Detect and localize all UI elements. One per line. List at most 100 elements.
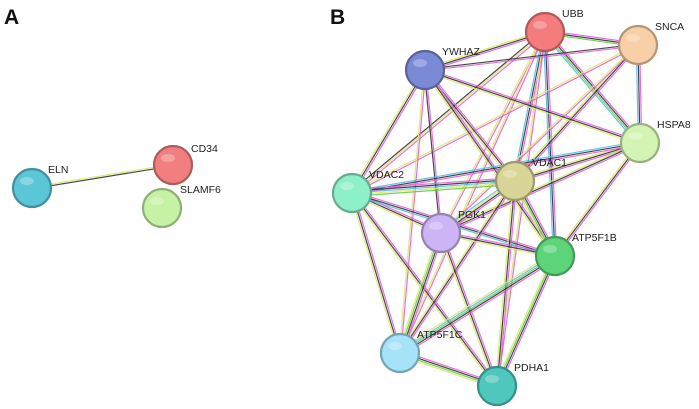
node-pgk1[interactable] xyxy=(420,212,462,254)
edge-strand-ATP5F1B-ATP5F1C-4 xyxy=(397,252,554,351)
node-highlight-eln xyxy=(20,177,34,185)
node-highlight-atp5f1b xyxy=(543,245,557,253)
edge-strand-UBB-ATP5F1C-1 xyxy=(398,31,545,353)
node-label-snca: SNCA xyxy=(655,21,684,33)
edge-strand-YWHAZ-VDAC1-0 xyxy=(425,68,517,181)
node-circle-pgk1 xyxy=(420,212,462,254)
edge-strand-YWHAZ-VDAC2-1 xyxy=(351,69,426,194)
edge-strand-UBB-PGK1-1 xyxy=(439,31,545,233)
edge-strand-YWHAZ-PGK1-1 xyxy=(423,70,441,234)
node-circle-hspa8 xyxy=(619,122,661,164)
edge-YWHAZ-HSPA8 xyxy=(424,67,641,146)
edge-strand-PGK1-ATP5F1C-1 xyxy=(400,233,443,354)
edge-strand-UBB-YWHAZ-2 xyxy=(424,29,545,69)
edge-strand-HSPA8-VDAC2-1 xyxy=(351,142,641,194)
node-circle-snca xyxy=(617,24,659,66)
edge-strand-YWHAZ-HSPA8-1 xyxy=(424,69,641,144)
node-highlight-vdac1 xyxy=(503,170,517,178)
node-label-eln: ELN xyxy=(48,164,68,176)
node-slamf6[interactable] xyxy=(141,187,183,229)
edge-strand-VDAC1-ATP5F1C-2 xyxy=(398,179,515,353)
edge-VDAC1-ATP5F1C xyxy=(398,179,517,355)
edge-UBB-ATP5F1C xyxy=(398,31,547,354)
edge-strand-ELN-CD34-0 xyxy=(31,163,173,188)
node-circle-atp5f1c xyxy=(379,332,421,374)
edge-strand-UBB-YWHAZ-1 xyxy=(424,31,546,71)
node-hspa8[interactable] xyxy=(619,122,661,164)
node-label-pdha1: PDHA1 xyxy=(514,362,549,374)
edge-strand-SNCA-PGK1-1 xyxy=(439,43,638,233)
node-label-vdac1: VDAC1 xyxy=(532,157,567,169)
edge-strand-ATP5F1B-PDHA1-2 xyxy=(495,255,555,386)
node-ubb[interactable] xyxy=(524,11,566,53)
edge-strand-UBB-ATP5F1B-0 xyxy=(546,31,558,256)
edge-strand-ATP5F1B-PDHA1-3 xyxy=(494,254,554,386)
node-vdac1[interactable] xyxy=(494,160,536,202)
edge-strand-UBB-VDAC1-2 xyxy=(512,31,544,181)
edge-strand-VDAC2-ATP5F1C-0 xyxy=(353,192,403,353)
edge-strand-UBB-YWHAZ-0 xyxy=(425,33,546,73)
node-label-slamf6: SLAMF6 xyxy=(180,184,221,196)
edge-strand-VDAC2-VDAC1-0 xyxy=(351,177,515,191)
edge-strand-HSPA8-VDAC1-1 xyxy=(514,142,641,182)
edge-strand-ATP5F1B-PDHA1-1 xyxy=(497,256,557,387)
edge-strand-HSPA8-ATP5F1B-1 xyxy=(554,142,641,257)
node-eln[interactable] xyxy=(11,167,53,209)
edge-strand-VDAC1-ATP5F1C-1 xyxy=(399,180,516,354)
node-atp5f1b[interactable] xyxy=(534,235,576,277)
node-label-cd34: CD34 xyxy=(191,143,218,155)
edge-strand-SNCA-VDAC2-0 xyxy=(352,45,639,195)
edge-strand-ATP5F1B-ATP5F1C-2 xyxy=(399,255,556,354)
edge-strand-VDAC2-PDHA1-2 xyxy=(350,193,497,388)
edge-strand-VDAC2-ATP5F1C-1 xyxy=(351,192,401,354)
edge-strand-HSPA8-PGK1-2 xyxy=(440,140,640,233)
edge-strand-VDAC1-ATP5F1C-0 xyxy=(400,181,517,355)
node-atp5f1c[interactable] xyxy=(379,332,421,374)
edge-ELN-CD34 xyxy=(31,163,174,190)
edge-UBB-YWHAZ xyxy=(424,29,546,73)
edge-strand-SNCA-YWHAZ-0 xyxy=(425,45,639,72)
edge-strand-PGK1-PDHA1-2 xyxy=(438,233,496,387)
node-circle-eln xyxy=(11,167,53,209)
node-label-atp5f1b: ATP5F1B xyxy=(572,232,617,244)
panel-a-edges xyxy=(31,163,174,190)
node-circle-ywhaz xyxy=(404,49,446,91)
edge-strand-ATP5F1B-ATP5F1C-1 xyxy=(400,256,557,355)
panel-b: B UBBSNCAYWHAZHSPA8VDAC2VDAC1PGK1ATP5F1B… xyxy=(330,6,691,407)
edge-HSPA8-ATP5F1B xyxy=(553,141,642,258)
edge-strand-YWHAZ-VDAC2-0 xyxy=(352,70,428,195)
edge-strand-PGK1-ATP5F1C-2 xyxy=(398,232,441,353)
edge-strand-YWHAZ-HSPA8-0 xyxy=(425,67,641,142)
node-circle-vdac2 xyxy=(331,172,373,214)
edge-strand-SNCA-VDAC1-1 xyxy=(514,44,639,182)
node-vdac2[interactable] xyxy=(331,172,373,214)
edge-YWHAZ-VDAC2 xyxy=(349,68,428,195)
node-pdha1[interactable] xyxy=(476,365,518,407)
edge-strand-UBB-ATP5F1C-0 xyxy=(400,32,547,354)
edge-strand-ELN-CD34-1 xyxy=(32,165,174,190)
node-ywhaz[interactable] xyxy=(404,49,446,91)
edge-strand-VDAC1-PDHA1-1 xyxy=(496,180,516,387)
node-highlight-ywhaz xyxy=(413,59,427,67)
edge-strand-HSPA8-ATP5F1B-0 xyxy=(555,143,642,258)
node-highlight-ubb xyxy=(533,21,547,29)
edge-strand-YWHAZ-HSPA8-2 xyxy=(424,71,640,146)
edge-strand-SNCA-YWHAZ-1 xyxy=(424,43,638,70)
edge-strand-ATP5F1B-ATP5F1C-0 xyxy=(401,258,558,357)
edge-strand-YWHAZ-ATP5F1B-1 xyxy=(424,69,556,257)
edge-strand-YWHAZ-ATP5F1B-2 xyxy=(423,70,555,258)
edge-strand-SNCA-PGK1-0 xyxy=(441,45,640,235)
node-cd34[interactable] xyxy=(152,144,194,186)
node-circle-slamf6 xyxy=(141,187,183,229)
edge-SNCA-PGK1 xyxy=(439,43,640,235)
edge-strand-ATP5F1B-ATP5F1C-3 xyxy=(398,254,555,353)
node-label-atp5f1c: ATP5F1C xyxy=(417,329,463,341)
node-highlight-vdac2 xyxy=(340,182,354,190)
panel-b-labels: UBBSNCAYWHAZHSPA8VDAC2VDAC1PGK1ATP5F1BAT… xyxy=(369,8,691,374)
node-snca[interactable] xyxy=(617,24,659,66)
edge-strand-YWHAZ-PGK1-0 xyxy=(425,69,443,233)
edge-strand-VDAC2-VDAC1-3 xyxy=(352,182,516,196)
edge-strand-UBB-VDAC2-2 xyxy=(350,30,545,193)
